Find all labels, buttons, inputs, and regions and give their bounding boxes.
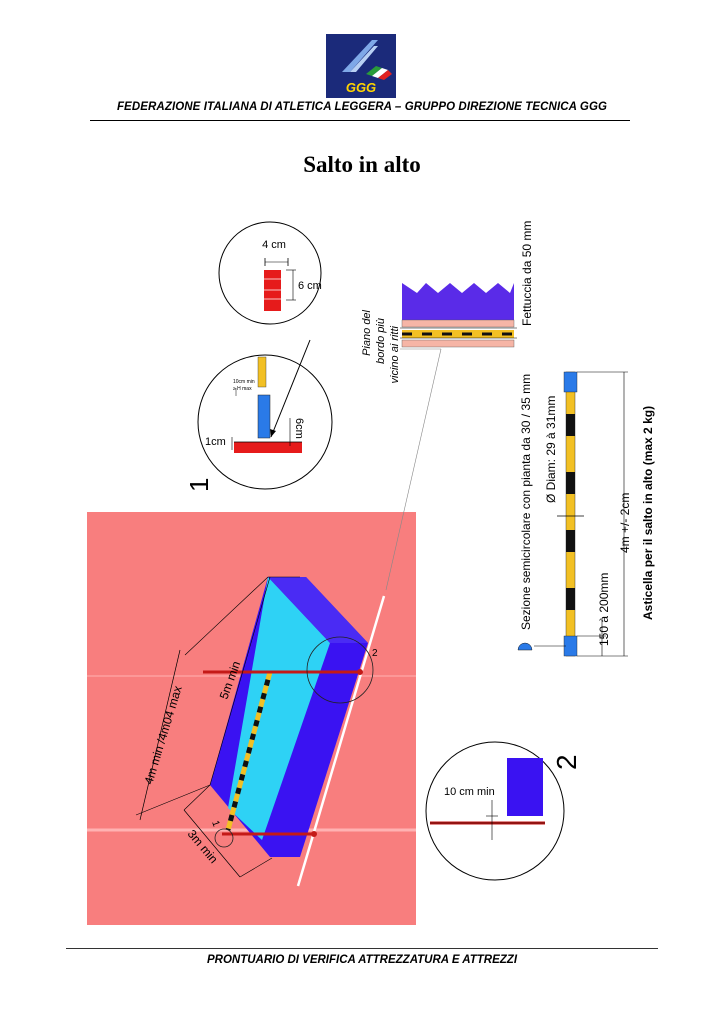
detail1-offset-label: 1cm xyxy=(205,436,226,448)
fidal-logo: GGG xyxy=(326,34,396,98)
edge-label-line2: bordo più xyxy=(375,318,387,364)
detail2-gap-label: 10 cm min xyxy=(444,786,495,798)
edge-line xyxy=(296,595,386,887)
detail-1-zoom-circle: 4 cm 6 cm xyxy=(218,221,322,325)
crossbar-end-length-label: 150 à 200mm xyxy=(597,573,611,646)
detail1-height-6cm: 6cm xyxy=(293,418,305,439)
detail-1-circle: 10cm min ≥ H max 1cm 6cm 1 xyxy=(184,339,333,492)
detail-1-number: 1 xyxy=(184,478,214,492)
page-title: Salto in alto xyxy=(303,152,421,177)
svg-text:≥ H max: ≥ H max xyxy=(233,386,252,392)
footer-divider xyxy=(66,948,658,949)
zoom-marker-1 xyxy=(214,828,234,848)
header-divider xyxy=(90,120,630,121)
footer-text: PRONTUARIO DI VERIFICA ATTREZZATURA E AT… xyxy=(206,954,518,966)
crossbar-section-label: Sezione semicircolare con pianta da 30 /… xyxy=(519,374,533,630)
edge-label-line1: Piano del xyxy=(361,309,373,355)
edge-label-line3: vicino ai ritti xyxy=(389,325,401,383)
logo-text: GGG xyxy=(346,80,376,95)
standard-tile xyxy=(264,270,281,311)
svg-text:2: 2 xyxy=(372,648,378,659)
landing-mat-top xyxy=(228,577,330,840)
detail-2-number: 2 xyxy=(551,754,582,770)
detail1-height-label: 6 cm xyxy=(298,280,322,292)
detail-2-circle: 10 cm min 2 xyxy=(425,741,582,881)
crossbar-drawing: Sezione semicircolare con pianta da 30 /… xyxy=(517,371,655,657)
header-organization: FEDERAZIONE ITALIANA DI ATLETICA LEGGERA… xyxy=(116,101,608,113)
svg-text:10cm min: 10cm min xyxy=(233,379,255,385)
crossbar-diameter-label: Ø Diam: 29 à 31mm xyxy=(544,396,558,503)
crossbar-caption: Asticella per il salto in alto (max 2 kg… xyxy=(641,406,655,620)
detail1-width-label: 4 cm xyxy=(262,239,286,251)
crossbar-total-length-label: 4m +/- 2cm xyxy=(618,493,632,553)
zoom-marker-2 xyxy=(306,636,374,704)
tape-label: Fettuccia da 50 mm xyxy=(520,221,534,326)
crossbar-edge-detail: Piano del bordo più vicino ai ritti Fett… xyxy=(361,221,534,384)
svg-text:1: 1 xyxy=(209,819,221,828)
